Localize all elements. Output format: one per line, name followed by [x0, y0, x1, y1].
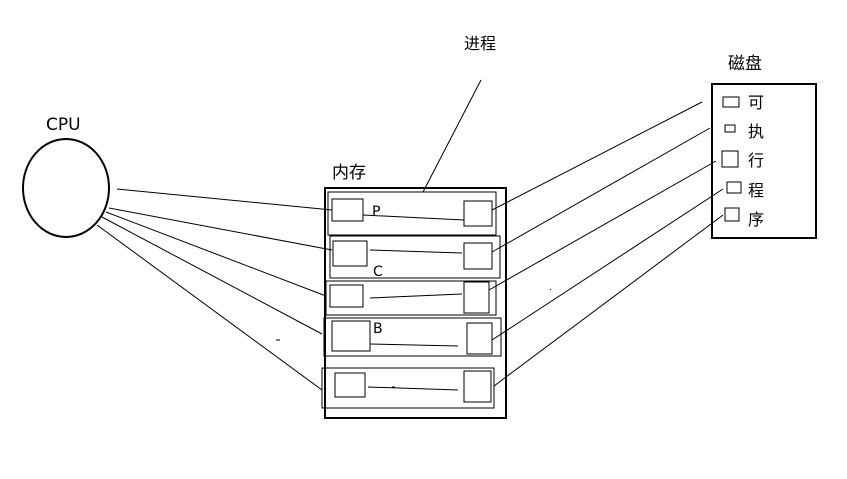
row-5-right-block	[463, 370, 492, 403]
cpu-link-1	[116, 188, 333, 211]
disk-char-2: 执	[748, 122, 764, 141]
process-letter-b: B	[373, 321, 383, 337]
disk-link-4	[491, 188, 724, 341]
row-4-right-block	[466, 322, 493, 355]
disk-block-4	[726, 181, 742, 194]
disk-char-3: 行	[748, 151, 764, 170]
disk-box	[711, 83, 817, 239]
memory-label: 内存	[332, 163, 366, 183]
memory-box	[324, 187, 507, 419]
process-row-1	[327, 191, 497, 236]
disk-link-2	[491, 127, 711, 253]
cpu-link-3	[105, 211, 327, 297]
row-1-inner-link	[362, 214, 465, 221]
cpu-link-4	[101, 216, 323, 335]
cpu-link-5	[96, 224, 323, 391]
process-row-2	[329, 235, 501, 279]
disk-link-1	[491, 101, 703, 211]
row-5-inner-link	[367, 386, 459, 391]
row-2-left-block	[332, 240, 368, 267]
process-row-3	[325, 280, 497, 316]
row-5-left-block	[334, 372, 366, 398]
disk-block-1	[722, 96, 740, 108]
row-2-right-block	[463, 242, 493, 270]
row-1-right-block	[463, 200, 493, 227]
cpu-link-2	[108, 207, 333, 251]
disk-char-1: 可	[748, 93, 764, 112]
row-3-left-block	[329, 284, 364, 308]
process-row-5	[321, 367, 495, 409]
row-4-left-block	[331, 320, 371, 352]
disk-block-3	[721, 150, 739, 168]
row-2-inner-link	[369, 249, 463, 254]
disk-char-4: 程	[748, 181, 764, 200]
row-1-left-block	[331, 198, 364, 222]
process-pointer	[422, 79, 482, 193]
process-letter-p: P	[372, 204, 380, 220]
disk-link-5	[493, 214, 724, 387]
disk-block-2	[724, 124, 736, 133]
disk-label: 磁盘	[728, 54, 762, 74]
disk-link-3	[488, 160, 717, 291]
row-3-right-block	[463, 281, 490, 314]
disk-char-5: 序	[748, 210, 764, 229]
cpu-label: CPU	[46, 115, 81, 135]
row-3-inner-link	[369, 293, 463, 299]
process-row-4	[323, 317, 502, 357]
cpu-circle	[22, 138, 110, 238]
stray-mark-3	[549, 288, 552, 291]
row-4-inner-link	[369, 343, 459, 347]
process-label: 进程	[464, 34, 496, 53]
process-letter-c: C	[373, 264, 383, 280]
disk-block-5	[724, 207, 740, 222]
